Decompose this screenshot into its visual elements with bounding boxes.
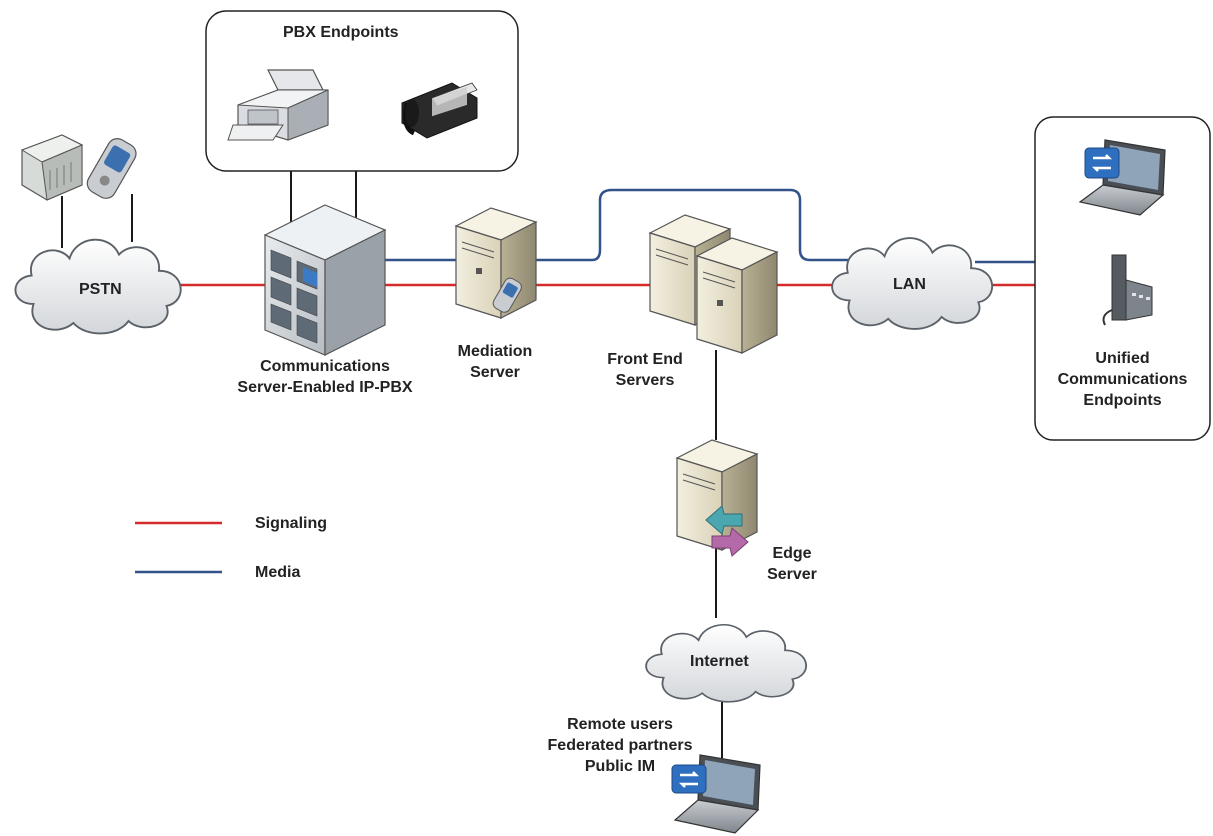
remote-laptop-icon: [671, 754, 761, 834]
edge-label-line2: Server: [767, 566, 817, 583]
edge-arrows-icon: [705, 505, 749, 557]
ip-pbx-label-line1: Communications: [260, 358, 390, 375]
ip-pbx-label: Communications Server-Enabled IP-PBX: [200, 356, 450, 398]
uc-endpoints-label: Unified Communications Endpoints: [1040, 348, 1205, 411]
edge-label-line1: Edge: [772, 545, 812, 562]
mediation-label-line2: Server: [470, 364, 520, 381]
mobile-phone-icon: [86, 138, 137, 199]
front-end-server-front-icon: [695, 237, 779, 354]
remote-label-line2: Federated partners: [547, 737, 693, 754]
edge-server-label: Edge Server: [752, 543, 832, 585]
pstn-label: PSTN: [79, 281, 122, 298]
lan-label: LAN: [893, 276, 926, 293]
uc-label-line1: Unified: [1095, 350, 1150, 367]
ip-pbx-icon: [263, 204, 387, 356]
desk-phone-icon: [401, 82, 478, 139]
legend-signaling-label: Signaling: [255, 515, 327, 532]
fax-icon: [227, 69, 329, 141]
front-end-label-line2: Servers: [615, 372, 675, 389]
remote-label-line3: Public IM: [584, 758, 656, 775]
ip-phone-icon: [1102, 254, 1153, 326]
internet-label: Internet: [690, 653, 749, 670]
front-end-label-line1: Front End: [607, 351, 683, 368]
connectors: [61, 170, 723, 762]
uc-label-line3: Endpoints: [1083, 392, 1162, 409]
edge-server-icon: [675, 439, 759, 551]
mediation-label-line1: Mediation: [457, 343, 533, 360]
remote-label-line1: Remote users: [567, 716, 673, 733]
remote-users-label: Remote users Federated partners Public I…: [525, 714, 715, 777]
pbx-endpoints-title: PBX Endpoints: [283, 24, 399, 41]
mediation-phone-icon: [492, 277, 522, 313]
ip-pbx-label-line2: Server-Enabled IP-PBX: [237, 379, 413, 396]
legend-media-label: Media: [255, 564, 301, 581]
front-end-servers-label: Front End Servers: [590, 349, 700, 391]
uc-label-line2: Communications: [1057, 371, 1188, 388]
mediation-server-label: Mediation Server: [440, 341, 550, 383]
landline-phone-icon: [20, 134, 84, 201]
uc-laptop-icon: [1078, 139, 1166, 216]
